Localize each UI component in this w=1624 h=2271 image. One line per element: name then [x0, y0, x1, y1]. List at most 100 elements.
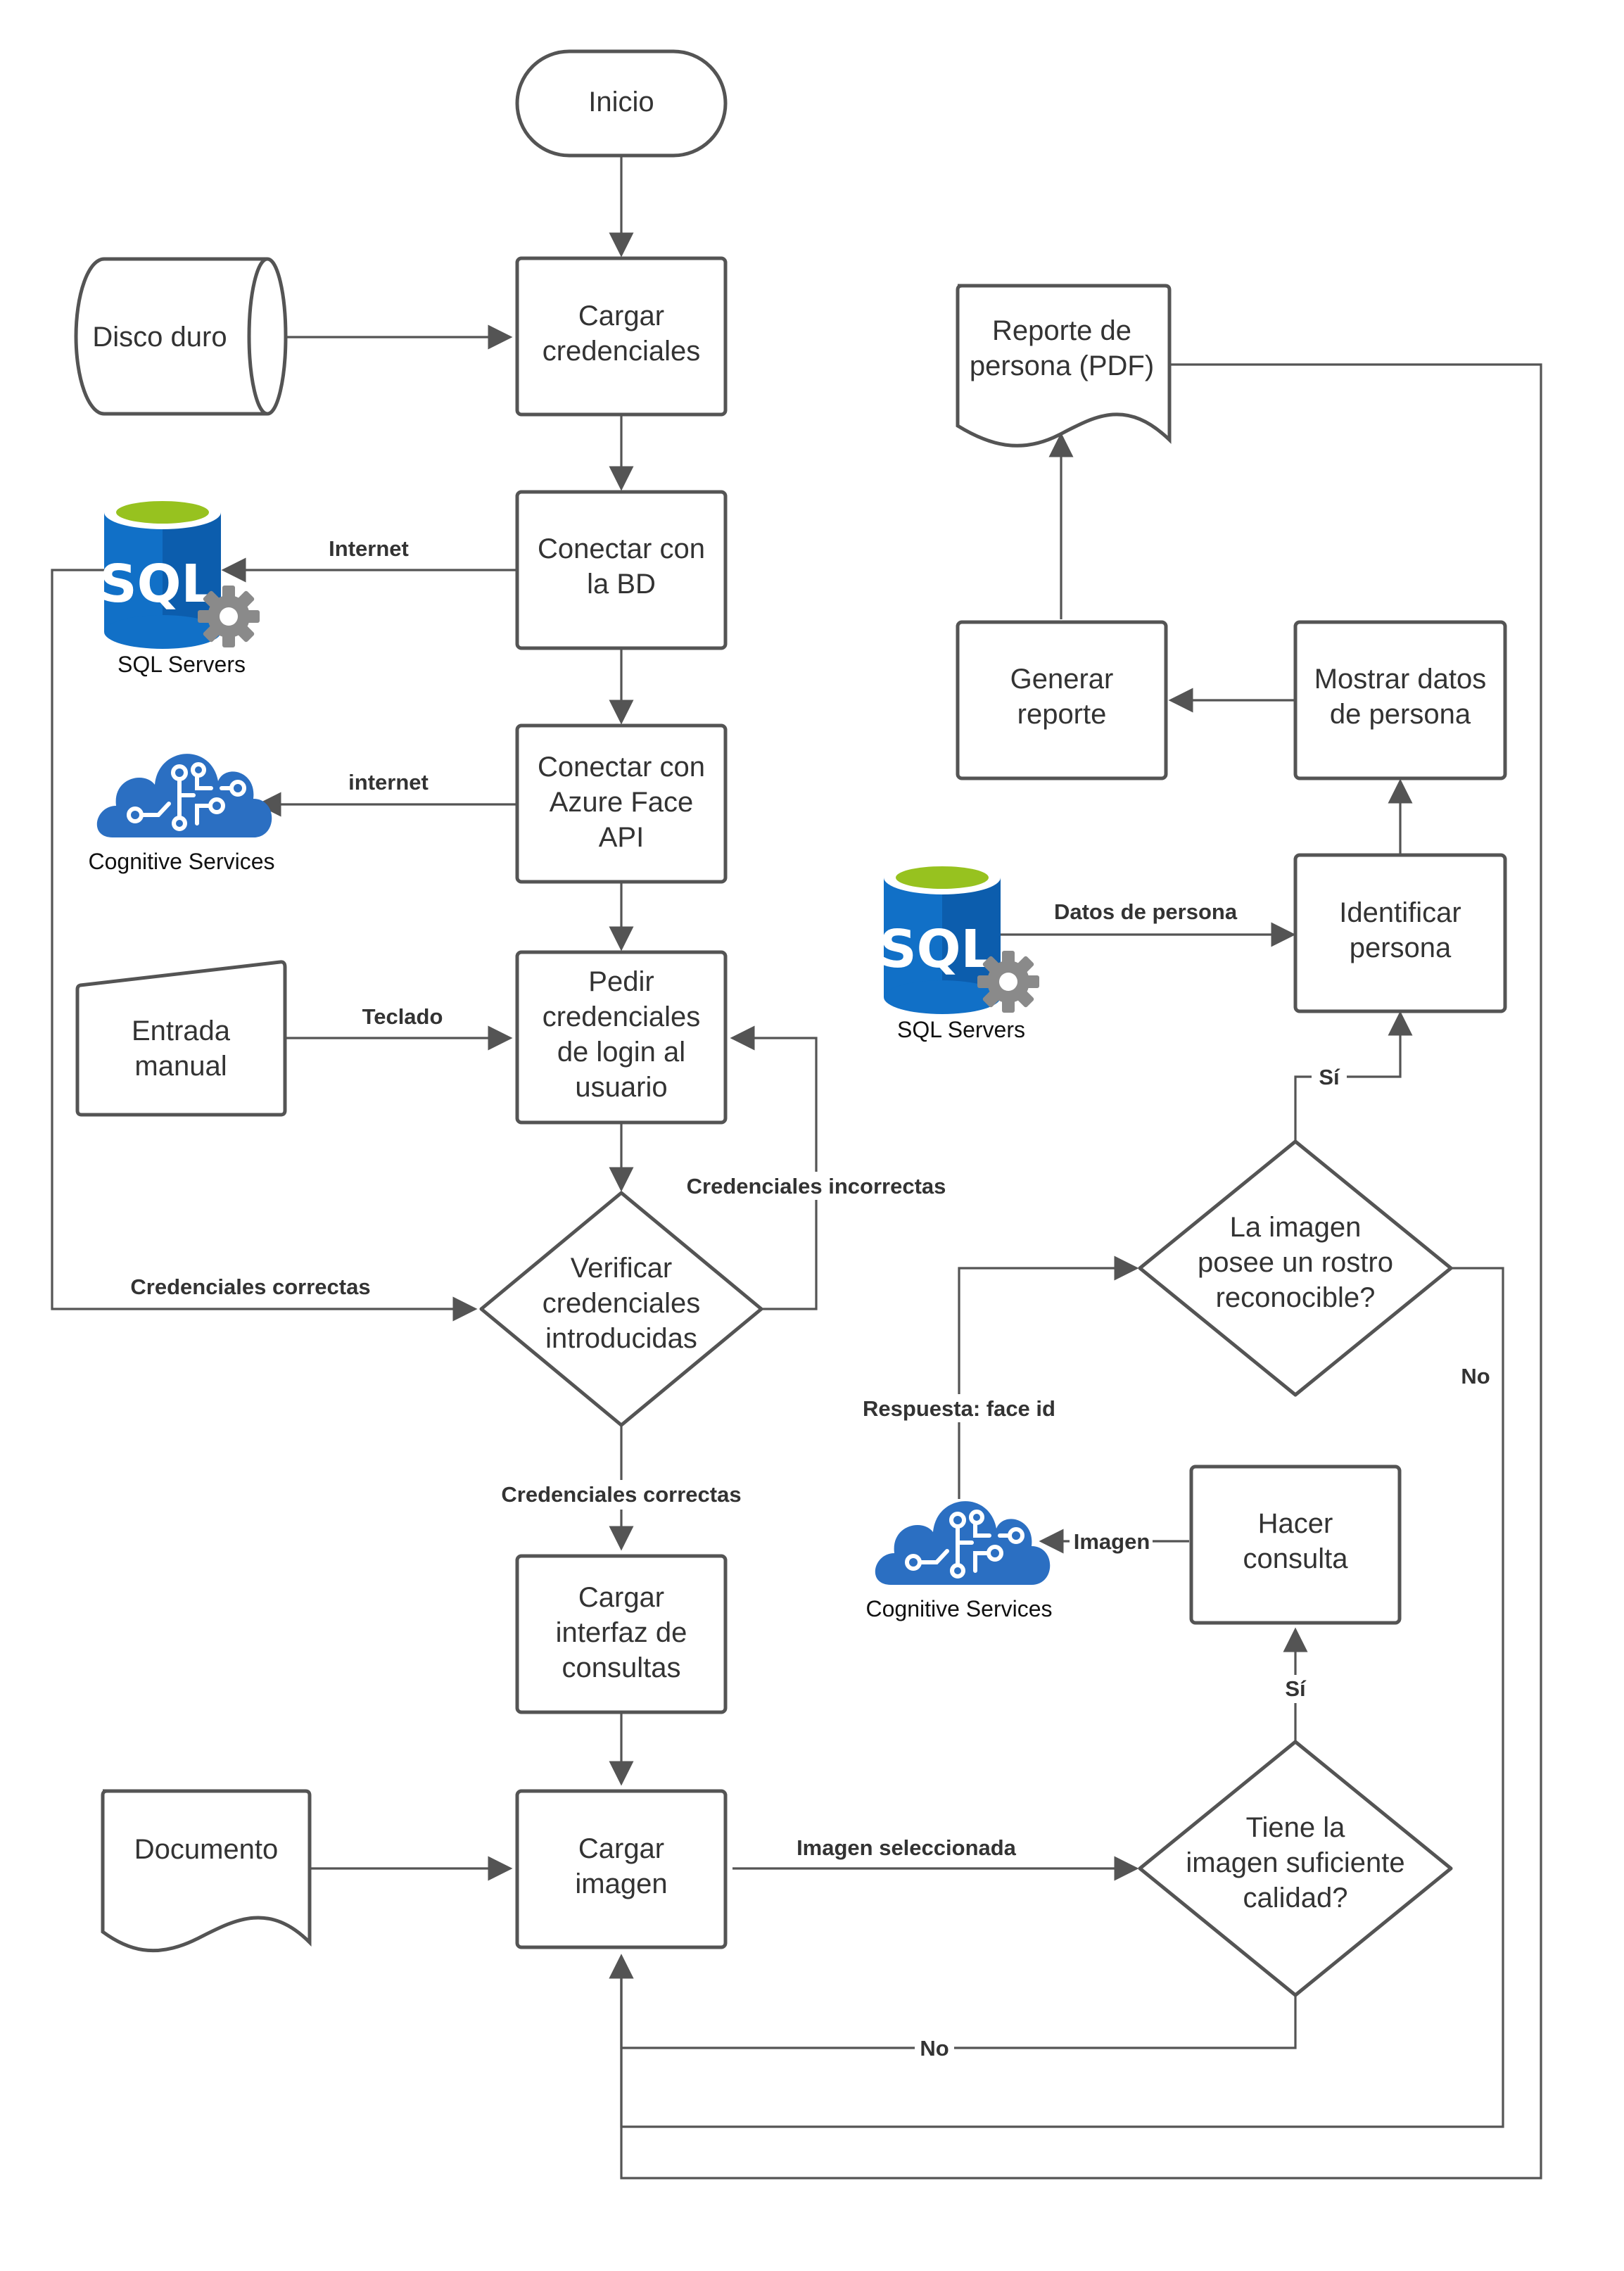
label-no-calidad: No	[920, 2036, 949, 2061]
conectar-bd-line-1: Conectar con	[538, 533, 705, 564]
node-documento: Documento	[101, 1789, 312, 1953]
pedir-line-3: de login al	[557, 1037, 685, 1068]
label-cred-incorrectas: Credenciales incorrectas	[687, 1174, 946, 1198]
entrada-line-1: Entrada	[132, 1016, 231, 1046]
identificar-line-2: persona	[1350, 932, 1452, 963]
label-internet-sql: Internet	[329, 536, 409, 561]
cargar-imagen-line-2: imagen	[575, 1868, 667, 1899]
edge-calidad-no	[609, 1954, 1297, 2049]
entrada-line-2: manual	[134, 1051, 227, 1082]
calidad-line-2: imagen suficiente	[1186, 1847, 1404, 1878]
interfaz-line-1: Cargar	[578, 1582, 664, 1613]
label-internet-cog: internet	[348, 770, 429, 795]
verificar-line-3: introducidas	[545, 1323, 697, 1354]
pedir-line-4: usuario	[575, 1072, 667, 1103]
node-conectar-bd: Conectar con la BD	[515, 490, 728, 650]
label-datos-persona: Datos de persona	[1054, 899, 1238, 924]
rostro-line-3: reconocible?	[1216, 1282, 1376, 1313]
label-si-rostro: Sí	[1319, 1065, 1340, 1089]
node-disco-duro: Disco duro	[74, 257, 288, 416]
mostrar-line-2: de persona	[1330, 699, 1471, 730]
sql-label-1: SQL Servers	[118, 652, 246, 677]
node-entrada-manual: Entrada manual	[75, 960, 287, 1117]
pedir-line-2: credenciales	[543, 1001, 701, 1032]
interfaz-line-3: consultas	[562, 1652, 681, 1683]
cognitive-services-icon	[875, 1501, 1050, 1585]
label-teclado: Teclado	[362, 1004, 443, 1029]
cognitive-label-1: Cognitive Services	[89, 849, 275, 874]
generar-line-1: Generar	[1010, 664, 1114, 695]
reporte-line-2: persona (PDF)	[970, 350, 1154, 381]
sql-icon-text-2: SQL	[879, 919, 994, 980]
node-cargar-imagen: Cargar imagen	[515, 1789, 728, 1949]
cargar-cred-line-1: Cargar	[578, 301, 664, 331]
label-cred-correctas-down: Credenciales correctas	[501, 1482, 741, 1507]
reporte-line-1: Reporte de	[992, 315, 1131, 346]
interfaz-line-2: interfaz de	[556, 1617, 687, 1648]
consulta-line-2: consulta	[1243, 1543, 1349, 1574]
sql-server-icon: SQL	[99, 495, 260, 649]
node-pedir-credenciales: Pedir credenciales de login al usuario	[515, 950, 728, 1125]
rostro-line-2: posee un rostro	[1198, 1247, 1393, 1278]
node-inicio-text: Inicio	[588, 87, 654, 118]
node-identificar: Identificar persona	[1293, 853, 1507, 1013]
conectar-bd-line-2: la BD	[587, 569, 656, 600]
node-verificar: Verificar credenciales introducidas	[479, 1191, 763, 1427]
cognitive-label-2: Cognitive Services	[866, 1596, 1053, 1621]
node-reporte-pdf: Reporte de persona (PDF)	[956, 284, 1172, 448]
label-si-calidad: Sí	[1285, 1676, 1307, 1701]
node-cargar-interfaz: Cargar interfaz de consultas	[515, 1554, 728, 1714]
conectar-face-line-3: API	[599, 822, 644, 853]
consulta-line-1: Hacer	[1258, 1508, 1333, 1539]
node-hacer-consulta: Hacer consulta	[1189, 1465, 1402, 1625]
sql-icon-text-1: SQL	[99, 554, 214, 614]
sql-server-icon: SQL	[879, 861, 1039, 1014]
cognitive-services-icon	[97, 754, 272, 837]
label-respuesta: Respuesta: face id	[863, 1396, 1055, 1421]
label-cred-correctas-left: Credenciales correctas	[130, 1274, 370, 1299]
conectar-face-line-1: Conectar con	[538, 752, 705, 783]
pedir-line-1: Pedir	[588, 966, 654, 997]
label-imagen: Imagen	[1074, 1529, 1150, 1554]
edge-reporte-to-imagen	[609, 363, 1542, 2180]
node-tiene-calidad: Tiene la imagen suficiente calidad?	[1138, 1740, 1453, 1997]
conectar-face-line-2: Azure Face	[550, 787, 694, 818]
calidad-line-3: calidad?	[1243, 1883, 1347, 1913]
label-no-rostro: No	[1461, 1364, 1490, 1388]
rostro-line-1: La imagen	[1230, 1212, 1362, 1243]
node-cargar-credenciales: Cargar credenciales	[515, 256, 728, 417]
edge-rostro-si	[1294, 1011, 1413, 1141]
calidad-line-1: Tiene la	[1246, 1812, 1346, 1843]
cargar-imagen-line-1: Cargar	[578, 1833, 664, 1864]
node-disco-duro-text: Disco duro	[92, 322, 227, 353]
cargar-cred-line-2: credenciales	[543, 336, 701, 367]
edges	[51, 156, 1542, 2180]
identificar-line-1: Identificar	[1339, 897, 1461, 928]
label-imagen-seleccionada: Imagen seleccionada	[797, 1835, 1017, 1860]
node-rostro: La imagen posee un rostro reconocible?	[1138, 1139, 1453, 1397]
verificar-line-2: credenciales	[543, 1288, 701, 1319]
verificar-line-1: Verificar	[571, 1253, 673, 1284]
node-documento-text: Documento	[134, 1834, 279, 1865]
sql-label-2: SQL Servers	[897, 1017, 1025, 1042]
edge-sql-correctas	[51, 569, 478, 1322]
